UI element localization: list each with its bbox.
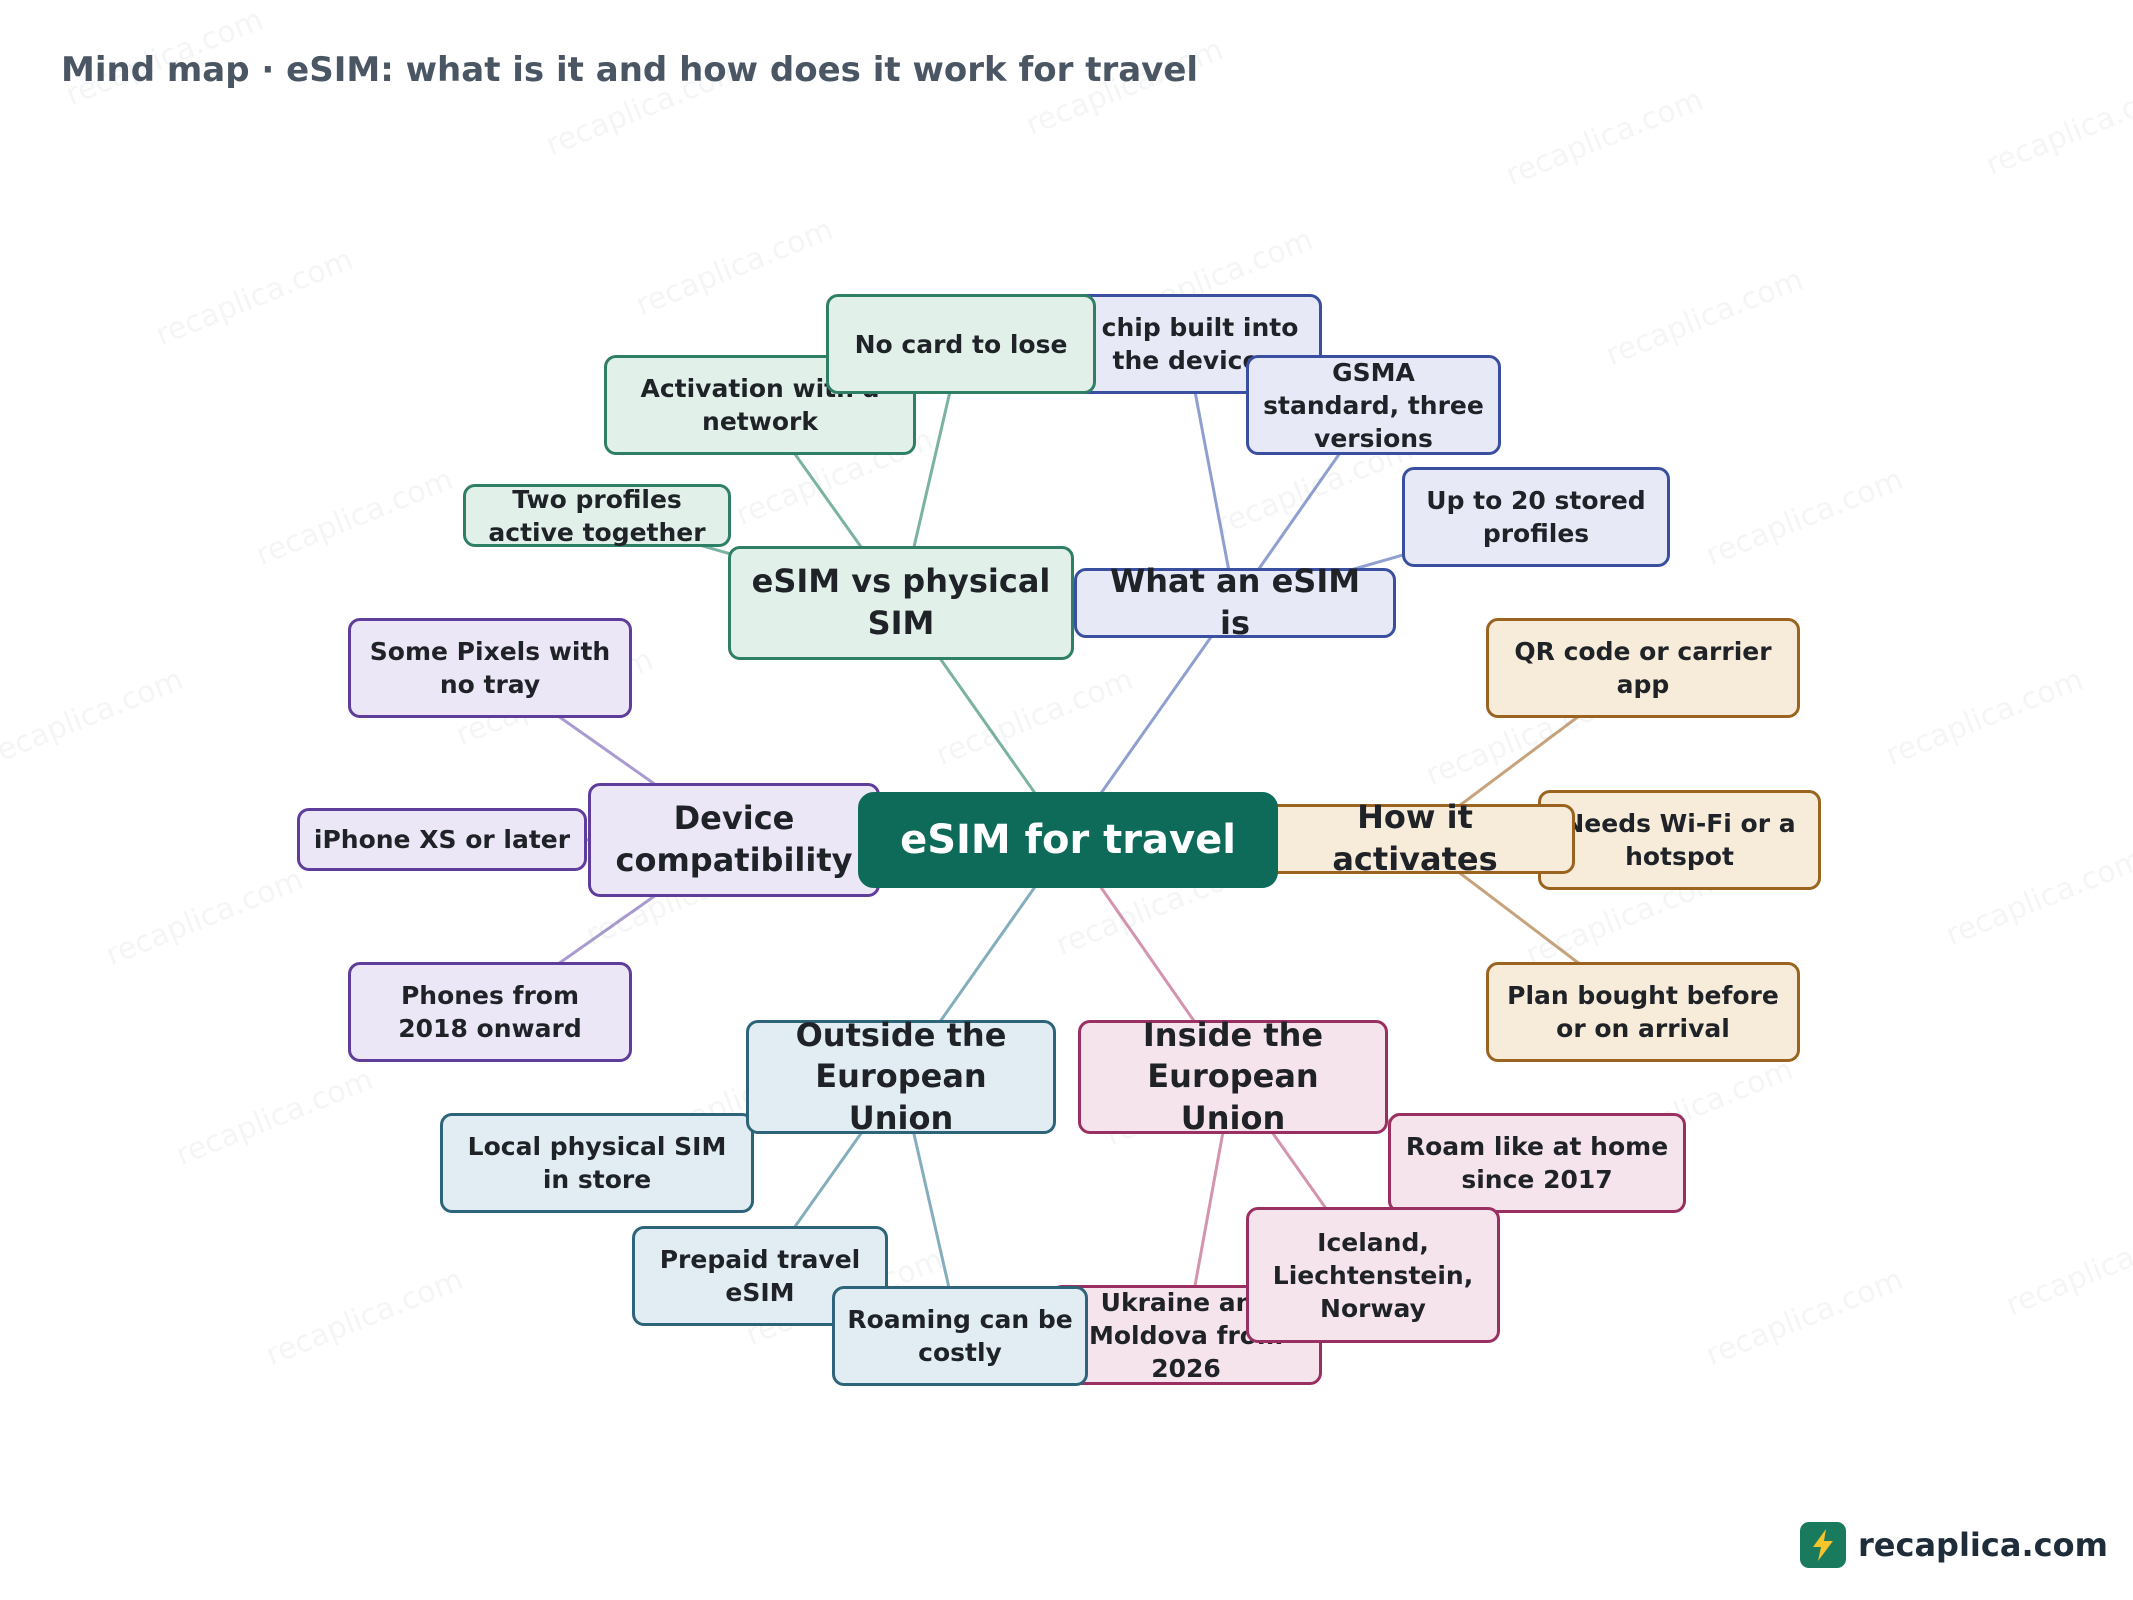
leaf-node-devices-1-label: Some Pixels with no tray [369,637,611,699]
leaf-node-outside-3-label: Roaming can be costly [847,1305,1073,1367]
leaf-node-vs-1-label: Activation with a network [640,374,880,436]
leaf-node-what-1-label: A chip built into the device [1073,313,1299,375]
branch-node-devices-label: Device compatibility [615,799,853,879]
branch-node-outside-label: Outside the European Union [795,1015,1007,1137]
leaf-node-vs-2-label: Two profiles active together [488,484,706,547]
central-topic-node[interactable]: eSIM for travel [858,792,1278,888]
brand-name: recaplica.com [1858,1526,2108,1564]
leaf-node-what-2[interactable]: GSMA standard, three versions [1246,355,1501,455]
leaf-node-outside-1[interactable]: Local physical SIM in store [440,1113,754,1213]
branch-node-devices[interactable]: Device compatibility [588,783,880,897]
branch-node-vs[interactable]: eSIM vs physical SIM [728,546,1074,660]
leaf-node-inside-2[interactable]: Iceland, Liechtenstein, Norway [1246,1207,1500,1343]
leaf-node-vs-3[interactable]: No card to lose [826,294,1096,394]
leaf-node-vs-2[interactable]: Two profiles active together [463,484,731,547]
leaf-node-outside-1-label: Local physical SIM in store [467,1132,727,1194]
branch-node-inside[interactable]: Inside the European Union [1078,1016,1388,1137]
leaf-node-what-3-label: Up to 20 stored profiles [1426,486,1646,548]
leaf-node-outside-2-label: Prepaid travel eSIM [659,1245,861,1307]
leaf-node-activates-3[interactable]: Plan bought before or on arrival [1486,962,1800,1062]
leaf-node-activates-2-label: Needs Wi-Fi or a hotspot [1563,809,1796,871]
branch-node-activates-label: How it activates [1332,798,1498,878]
lightning-bolt-icon [1800,1522,1846,1568]
leaf-node-activates-3-label: Plan bought before or on arrival [1507,981,1779,1043]
leaf-node-inside-2-label: Iceland, Liechtenstein, Norway [1272,1227,1474,1323]
leaf-node-inside-1-label: Roam like at home since 2017 [1405,1132,1669,1194]
central-topic-node-label: eSIM for travel [900,816,1236,863]
leaf-node-devices-1[interactable]: Some Pixels with no tray [348,618,632,718]
leaf-node-activates-1-label: QR code or carrier app [1514,637,1772,699]
brand-footer[interactable]: recaplica.com [1800,1522,2108,1568]
leaf-node-inside-1[interactable]: Roam like at home since 2017 [1388,1113,1686,1213]
branch-node-vs-label: eSIM vs physical SIM [751,562,1051,642]
leaf-node-what-3[interactable]: Up to 20 stored profiles [1402,467,1670,567]
page-title: Mind map · eSIM: what is it and how does… [61,50,1199,90]
leaf-node-activates-1[interactable]: QR code or carrier app [1486,618,1800,718]
branch-node-what-label: What an eSIM is [1109,562,1361,642]
leaf-node-devices-3-label: Phones from 2018 onward [398,981,582,1043]
leaf-node-activates-2[interactable]: Needs Wi-Fi or a hotspot [1538,790,1821,890]
leaf-node-devices-2[interactable]: iPhone XS or later [297,808,587,871]
branch-node-what[interactable]: What an eSIM is [1074,562,1396,642]
leaf-node-devices-2-label: iPhone XS or later [313,825,571,854]
branch-node-outside[interactable]: Outside the European Union [746,1016,1056,1137]
leaf-node-vs-3-label: No card to lose [854,329,1068,359]
leaf-node-what-2-label: GSMA standard, three versions [1263,357,1484,453]
branch-node-activates[interactable]: How it activates [1255,798,1575,878]
branch-node-inside-label: Inside the European Union [1142,1015,1324,1137]
leaf-node-outside-3[interactable]: Roaming can be costly [832,1286,1088,1386]
leaf-node-devices-3[interactable]: Phones from 2018 onward [348,962,632,1062]
